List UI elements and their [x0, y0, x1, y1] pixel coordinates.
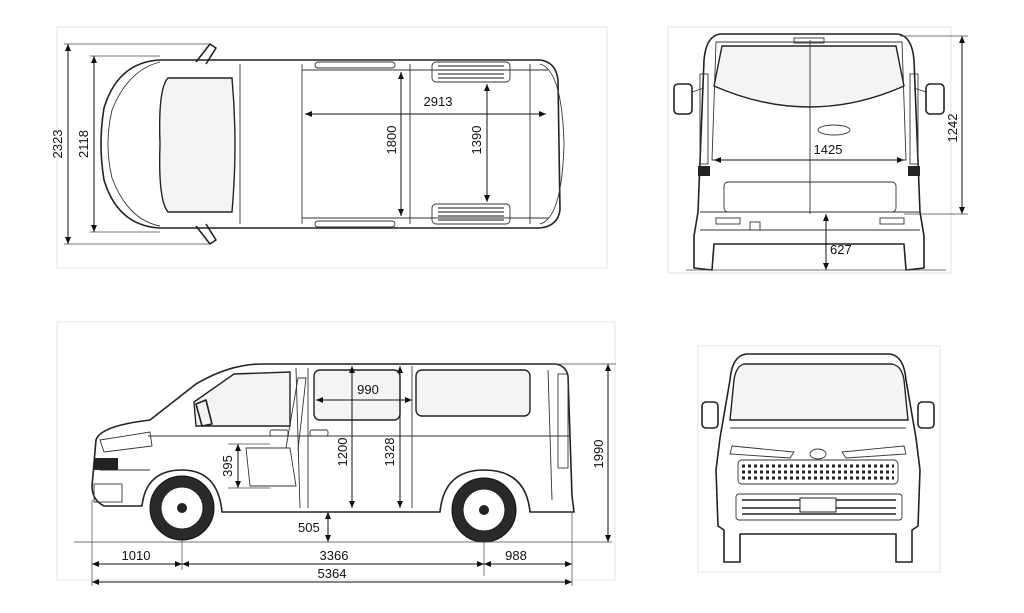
rear-view-brake-light [793, 37, 825, 44]
front-view-logo [809, 448, 827, 460]
side-view-rear-lamp [557, 373, 569, 469]
dim-body-width: 2118 [76, 130, 91, 158]
side-view-rear-wheel [451, 477, 517, 543]
top-view-roof-vent-lower [431, 203, 511, 225]
rear-view: 1242 1425 627 [667, 26, 968, 274]
side-view-mirror [195, 399, 213, 427]
top-view-bumper-line [107, 61, 161, 227]
rear-view-rear-window [713, 45, 905, 108]
side-view-rear-window [415, 369, 531, 417]
top-view-frame [56, 26, 608, 269]
side-view-grille [94, 458, 118, 470]
rear-view-lamp-left [699, 73, 709, 165]
top-view-windshield [159, 77, 236, 213]
front-view-mirror-right [917, 401, 935, 429]
dim-door-opening-height: 1200 [335, 438, 350, 467]
dim-interior-height: 1328 [382, 438, 397, 467]
front-view-plate [799, 497, 837, 513]
front-view-grille [737, 459, 899, 485]
dim-cargo-width: 1800 [384, 126, 399, 155]
front-view-windshield [729, 363, 909, 421]
dim-wheel-arch-width: 1390 [469, 126, 484, 155]
top-view-mirror-right [195, 223, 217, 245]
dim-wheelbase: 3366 [320, 548, 349, 563]
front-view-mirror-left [701, 401, 719, 429]
rear-view-frame [667, 26, 952, 274]
front-view-headlamp-left [729, 445, 795, 459]
front-view-lower-intake [735, 493, 903, 521]
dim-cargo-length: 2913 [424, 94, 453, 109]
side-view: 990 1200 1328 395 1990 505 1010 3366 988… [56, 321, 616, 586]
dim-rear-opening-width: 1425 [814, 142, 843, 157]
dim-seat-height: 395 [220, 455, 235, 477]
rear-view-handle [817, 124, 851, 136]
rear-view-body [693, 33, 925, 271]
dim-overall-length: 5364 [318, 566, 347, 581]
side-view-seat [245, 447, 297, 487]
front-view-frame [697, 345, 941, 573]
dim-rear-overhang: 988 [505, 548, 527, 563]
front-view-body [715, 353, 921, 563]
rear-view-mirror-left [673, 83, 693, 115]
dim-step-height: 505 [298, 520, 320, 535]
rear-view-mirror-right [925, 83, 945, 115]
top-view-roof-vent-upper [431, 61, 511, 83]
dim-front-overhang: 1010 [122, 548, 151, 563]
dim-load-height: 627 [830, 242, 852, 257]
dim-sliding-door-width: 990 [357, 382, 379, 397]
dim-overall-width: 2323 [50, 130, 65, 159]
top-view: 2323 2118 2913 1800 1390 [50, 26, 608, 269]
rear-view-tailgate-upper [711, 41, 907, 161]
side-view-headlamp [99, 431, 153, 453]
side-view-body [91, 363, 575, 513]
top-view-mirror-left [195, 43, 217, 65]
side-view-fog-area [93, 483, 123, 503]
top-view-body [100, 59, 561, 229]
side-view-front-wheel [149, 475, 215, 541]
front-view [697, 345, 941, 573]
dim-rear-opening-height: 1242 [945, 114, 960, 143]
dim-overall-height: 1990 [591, 440, 606, 469]
side-view-front-window [193, 371, 291, 427]
rear-view-lamp-right [909, 73, 919, 165]
front-view-headlamp-right [841, 445, 907, 459]
